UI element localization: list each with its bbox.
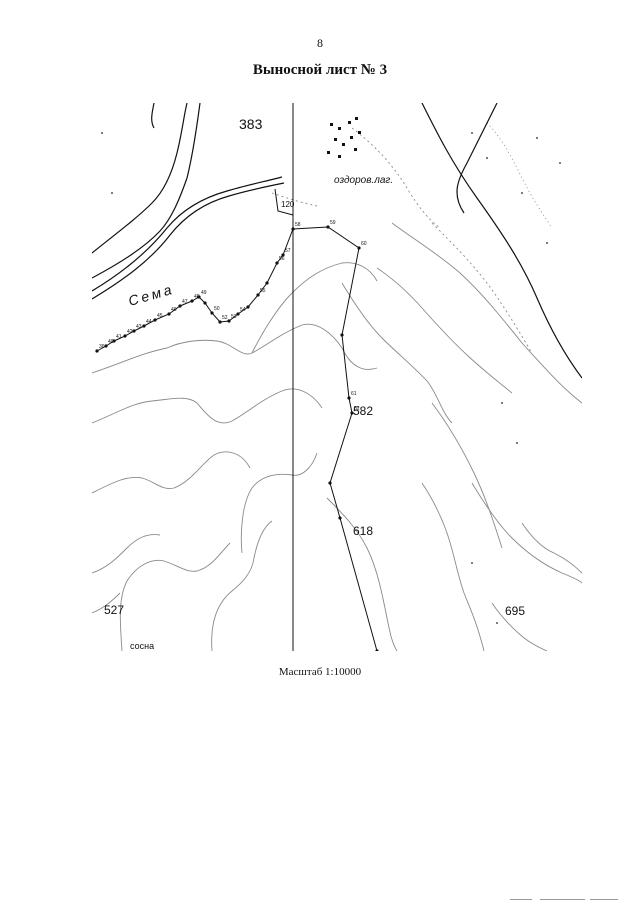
boundary-point-label: 45 [157, 313, 163, 319]
boundary-point-label: 57 [285, 248, 291, 254]
boundary-point [167, 312, 171, 316]
scale-label: Масштаб 1:10000 [278, 666, 362, 678]
road-label: 120 [281, 200, 295, 209]
boundary-point [347, 396, 351, 400]
boundary-point-label: 54 [240, 307, 246, 313]
camp-label: оздоров.лаг. [334, 175, 393, 186]
boundary-point [190, 299, 194, 303]
boundary-point-label: 48 [194, 294, 200, 300]
boundary-point-label: 40 [108, 339, 114, 345]
camp-buildings [327, 117, 361, 158]
boundary-point [340, 333, 344, 337]
parcel-label-582: 582 [353, 404, 373, 418]
boundary-point [375, 649, 379, 651]
boundary-point [104, 344, 108, 348]
footer-lines [510, 899, 620, 901]
boundary-point-label: 50 [214, 306, 220, 312]
boundary-point [153, 318, 157, 322]
boundary-point [357, 246, 361, 250]
boundary-point [132, 329, 136, 333]
junction-mark [274, 188, 294, 216]
boundary-point [291, 227, 295, 231]
boundary-point [123, 334, 127, 338]
boundary-point-label: 49 [201, 290, 207, 296]
boundary-point-label: 47 [182, 299, 188, 305]
sheet-title: Выносной лист № 3 [252, 62, 388, 78]
boundary-point-label: 43 [136, 324, 142, 330]
parcel-label-383: 383 [239, 116, 263, 132]
terrain-marks [101, 132, 561, 624]
boundary-point [210, 311, 214, 315]
river-label: Сема [126, 281, 176, 309]
page-number: 8 [317, 36, 323, 50]
forest-label: сосна [130, 641, 154, 651]
boundary-point [246, 305, 250, 309]
boundary-point [218, 320, 222, 324]
boundary-point-label: 61 [351, 391, 357, 397]
river-banks [92, 103, 582, 379]
boundary-point [95, 349, 99, 353]
boundary-point [275, 261, 279, 265]
boundary-point [265, 281, 269, 285]
parcel-label-695: 695 [505, 604, 525, 618]
boundary-point [203, 301, 207, 305]
boundary-point [227, 319, 231, 323]
boundary-point-label: 52 [222, 315, 228, 321]
boundary-point-label: 58 [295, 222, 301, 228]
road [92, 176, 285, 300]
boundary-point [350, 411, 354, 415]
parcel-label-618: 618 [353, 524, 373, 538]
boundary-point [112, 339, 116, 343]
contour-lines [92, 122, 582, 651]
boundary-point-label: 55 [260, 288, 266, 294]
boundary-point [281, 253, 285, 257]
boundary-point-label: 62 [354, 406, 360, 412]
boundary-point [236, 312, 240, 316]
boundary-point [142, 324, 146, 328]
boundary-point [197, 295, 201, 299]
boundary-point [326, 225, 330, 229]
boundary-point-label: 42 [127, 329, 133, 335]
boundary-point-label: 41 [116, 334, 122, 340]
parcel-label-527: 527 [104, 603, 124, 617]
boundary-point [328, 481, 332, 485]
boundary-point [338, 516, 342, 520]
boundary-point-label: 60 [361, 241, 367, 247]
boundary-point-label: 59 [330, 220, 336, 226]
boundary-point-label: 53 [231, 314, 237, 320]
boundary-point-label: 44 [146, 319, 152, 325]
boundary-point [178, 304, 182, 308]
boundary-point-label: 56 [279, 256, 285, 262]
boundary-point-label: 46 [171, 307, 177, 313]
boundary-point [256, 293, 260, 297]
boundary-point-label: 36 [99, 344, 105, 350]
